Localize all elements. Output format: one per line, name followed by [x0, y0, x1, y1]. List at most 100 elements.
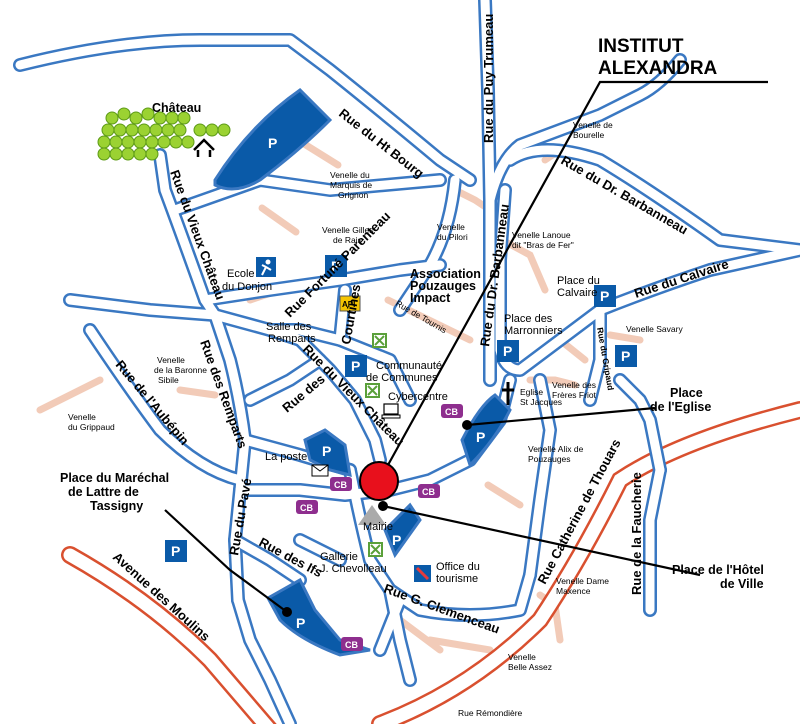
venelle-labels: Venelle de Bourelle Venelle du Marquis d… — [68, 120, 683, 672]
parking-lot-marechal — [265, 577, 371, 657]
place-galerie: Gallerie — [320, 551, 358, 563]
svg-text:CB: CB — [300, 503, 313, 513]
svg-text:Grignon: Grignon — [338, 190, 369, 200]
svg-text:Marquis de: Marquis de — [330, 180, 372, 190]
svg-text:Venelle du: Venelle du — [330, 170, 370, 180]
place-communaute: Communauté — [376, 360, 442, 372]
svg-text:de la Baronne: de la Baronne — [154, 365, 207, 375]
castle-icon — [193, 138, 215, 157]
svg-text:P: P — [171, 543, 180, 559]
svg-text:Venelle: Venelle — [68, 412, 96, 422]
svg-text:Venelle des: Venelle des — [552, 380, 596, 390]
place-eglise-callout: de l'Eglise — [650, 400, 711, 414]
svg-text:P: P — [503, 343, 512, 359]
mail-icon — [311, 464, 329, 477]
svg-text:Venelle Alix de: Venelle Alix de — [528, 444, 584, 454]
cb-badge: CB — [441, 404, 463, 418]
parking-sign: P — [594, 285, 616, 307]
parking-lot-labels: P P P P P — [268, 135, 485, 631]
school-icon — [256, 257, 276, 277]
svg-text:P: P — [621, 348, 630, 364]
svg-text:Venelle: Venelle — [508, 652, 536, 662]
callout-dots — [282, 420, 472, 617]
cb-badge: CB — [341, 637, 363, 651]
svg-text:CB: CB — [422, 487, 435, 497]
cb-badge: CB — [418, 484, 440, 498]
parking-label: P — [322, 443, 331, 459]
green-box-icon — [372, 333, 387, 348]
place-marronniers: Marronniers — [504, 325, 563, 337]
parking-sign: P — [345, 355, 367, 377]
svg-text:P: P — [331, 258, 340, 274]
svg-text:Pouzauges: Pouzauges — [528, 454, 571, 464]
place-labels: Château Ecole du Donjon Association Pouz… — [60, 101, 764, 591]
place-eglise-stj: Eglise — [520, 387, 543, 397]
svg-text:Venelle Dame: Venelle Dame — [556, 576, 609, 586]
svg-text:Frères Friot: Frères Friot — [552, 390, 597, 400]
parking-label: P — [476, 429, 485, 445]
parking-sign: P — [497, 340, 519, 362]
place-ecole: du Donjon — [222, 281, 272, 293]
parking-lot-mairie — [383, 502, 422, 559]
green-box-icon — [365, 383, 380, 398]
svg-text:Venelle: Venelle — [157, 355, 185, 365]
place-eglise-stj: St Jacques — [520, 397, 562, 407]
parking-signs: P P P P P P — [165, 255, 637, 562]
svg-text:API: API — [342, 300, 355, 309]
place-salle: Salle des — [266, 321, 312, 333]
svg-text:Venelle Gilles: Venelle Gilles — [322, 225, 374, 235]
svg-text:dit "Bras de Fer": dit "Bras de Fer" — [512, 240, 574, 250]
place-chateau: Château — [152, 101, 201, 115]
street-label: Rue Rémondière — [458, 708, 523, 718]
parking-lot-chateau — [213, 88, 333, 191]
street-label: Rue du Dr. Barbanneau — [559, 153, 691, 238]
parking-label: P — [392, 532, 401, 548]
svg-text:Venelle de: Venelle de — [573, 120, 613, 130]
svg-text:CB: CB — [334, 480, 347, 490]
place-calvaire: Calvaire — [557, 287, 597, 299]
callout-lines — [164, 80, 768, 613]
svg-text:CB: CB — [345, 640, 358, 650]
title-line1: INSTITUT — [598, 36, 684, 57]
parking-lot-eglise — [460, 393, 512, 468]
svg-text:CB: CB — [445, 407, 458, 417]
place-cybercentre: Cybercentre — [388, 391, 448, 403]
green-box-icon — [368, 542, 383, 557]
place-laposte: La poste — [265, 451, 307, 463]
parking-sign: P — [325, 255, 347, 277]
place-hotel-callout: Place de l'Hôtel — [672, 563, 764, 577]
api-icon: API — [339, 295, 361, 312]
svg-text:Venelle Lanoue: Venelle Lanoue — [512, 230, 571, 240]
place-salle: Remparts — [268, 333, 316, 345]
computer-icon — [381, 403, 401, 419]
tourism-office-icon — [414, 565, 431, 582]
parking-label: P — [268, 135, 277, 151]
place-association: Impact — [410, 291, 451, 305]
mairie-icon — [358, 505, 386, 525]
place-galerie: J. Chevolleau — [320, 563, 387, 575]
parking-sign: P — [615, 345, 637, 367]
streets — [13, 0, 800, 724]
svg-text:Belle Assez: Belle Assez — [508, 662, 552, 672]
parking-lots — [213, 88, 512, 657]
green-box-icons — [365, 333, 387, 557]
place-marronniers: Place des — [504, 313, 553, 325]
svg-text:P: P — [351, 358, 360, 374]
svg-text:du Grippaud: du Grippaud — [68, 422, 115, 432]
svg-text:Bourelle: Bourelle — [573, 130, 604, 140]
street-label: Rue du Calvaire — [632, 256, 730, 301]
svg-text:Sibile: Sibile — [158, 375, 179, 385]
institut-location-marker[interactable] — [359, 461, 399, 501]
place-marechal-callout: Place du Maréchal — [60, 471, 169, 485]
place-ecole: Ecole — [227, 268, 255, 280]
title-line2: ALEXANDRA — [598, 58, 718, 79]
place-office: tourisme — [436, 573, 478, 585]
svg-text:P: P — [600, 288, 609, 304]
cb-badge: CB — [296, 500, 318, 514]
svg-text:de Rais: de Rais — [333, 235, 362, 245]
place-association: Pouzauges — [410, 279, 476, 293]
svg-text:du Pilori: du Pilori — [437, 232, 468, 242]
place-calvaire: Place du — [557, 275, 600, 287]
